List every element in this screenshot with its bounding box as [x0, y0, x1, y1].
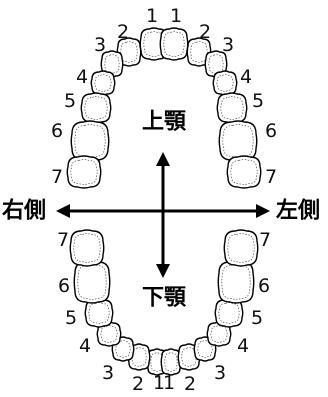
upper-left-tooth-7-outline — [230, 159, 258, 185]
lower-right-tooth-6[interactable] — [73, 260, 111, 304]
upper-left-tooth-6-outline — [222, 124, 254, 158]
direction-axes — [56, 152, 270, 278]
lower-left-tooth-6[interactable] — [217, 260, 255, 304]
upper-left-tooth-1-outline — [163, 31, 185, 57]
upper-right-tooth-3[interactable] — [100, 50, 124, 78]
lower-right-tooth-2-outline — [131, 347, 147, 367]
lower-right-number-4: 4 — [79, 335, 91, 357]
upper-right-tooth-4[interactable] — [90, 70, 116, 96]
upper-right-tooth-6[interactable] — [70, 120, 110, 162]
upper-left-tooth-6[interactable] — [218, 120, 258, 162]
lower-left-number-5: 5 — [251, 307, 263, 329]
upper-left-number-4: 4 — [240, 66, 252, 88]
upper-jaw-label: 上顎 — [142, 110, 187, 135]
lower-right-tooth-3-outline — [115, 340, 131, 358]
arrow-right-icon — [256, 204, 270, 218]
lower-right-number-5: 5 — [65, 307, 77, 329]
lower-right-number-7: 7 — [57, 229, 69, 251]
upper-left-tooth-5-outline — [220, 96, 244, 120]
lower-jaw-label: 下顎 — [142, 286, 187, 311]
lower-right-number-6: 6 — [58, 275, 70, 297]
lower-left-tooth-2-outline — [181, 347, 197, 367]
lower-right-number-2: 2 — [132, 373, 144, 395]
lower-right-tooth-5[interactable] — [84, 298, 114, 328]
upper-right-tooth-7[interactable] — [66, 155, 102, 189]
lower-right-tooth-7[interactable] — [69, 229, 105, 267]
lower-left-number-7: 7 — [259, 229, 271, 251]
upper-right-tooth-7-outline — [70, 159, 98, 185]
lower-left-number-4: 4 — [237, 335, 249, 357]
lower-left-number-1: 1 — [163, 372, 175, 394]
arrow-up-icon — [156, 152, 170, 166]
upper-right-tooth-6-outline — [74, 124, 106, 158]
lower-right-number-1: 1 — [153, 372, 165, 394]
lower-left-number-6: 6 — [258, 275, 270, 297]
upper-left-number-6: 6 — [265, 120, 277, 142]
lower-left-tooth-1-outline — [164, 352, 178, 372]
lower-left-tooth-7[interactable] — [223, 229, 259, 267]
upper-left-number-3: 3 — [222, 34, 234, 56]
lower-left-tooth-5-outline — [218, 302, 240, 324]
upper-arch — [66, 27, 262, 189]
upper-right-number-1: 1 — [146, 5, 158, 27]
lower-left-tooth-7-outline — [227, 233, 255, 263]
lower-left-number-2: 2 — [184, 373, 196, 395]
upper-right-tooth-2[interactable] — [116, 37, 142, 67]
upper-left-number-7: 7 — [265, 166, 277, 188]
upper-right-tooth-5-outline — [84, 96, 108, 120]
arrow-down-icon — [156, 264, 170, 278]
lower-left-number-3: 3 — [214, 362, 226, 384]
upper-left-tooth-2-outline — [190, 41, 208, 63]
upper-left-number-2: 2 — [199, 21, 211, 43]
lower-right-tooth-7-outline — [73, 233, 101, 263]
upper-right-number-3: 3 — [94, 34, 106, 56]
lower-right-tooth-1-outline — [150, 352, 164, 372]
upper-right-number-7: 7 — [51, 166, 63, 188]
right-side-label: 右側 — [2, 199, 46, 224]
upper-left-number-1: 1 — [170, 5, 182, 27]
upper-right-number-4: 4 — [76, 66, 88, 88]
upper-right-tooth-1-outline — [143, 31, 165, 57]
lower-arch — [69, 229, 259, 376]
upper-right-number-2: 2 — [117, 21, 129, 43]
left-side-label: 左側 — [276, 198, 320, 224]
lower-right-tooth-5-outline — [88, 302, 110, 324]
upper-right-tooth-5[interactable] — [80, 92, 112, 124]
upper-left-tooth-7[interactable] — [226, 155, 262, 189]
upper-right-tooth-3-outline — [104, 54, 120, 74]
upper-right-tooth-2-outline — [120, 41, 138, 63]
arrow-left-icon — [56, 204, 70, 218]
lower-right-number-3: 3 — [102, 362, 114, 384]
upper-left-number-5: 5 — [252, 90, 264, 112]
upper-left-tooth-5[interactable] — [216, 92, 248, 124]
upper-right-number-5: 5 — [64, 90, 76, 112]
upper-left-tooth-1[interactable] — [159, 27, 189, 61]
upper-left-tooth-2[interactable] — [186, 37, 212, 67]
upper-right-number-6: 6 — [51, 120, 63, 142]
lower-right-tooth-4[interactable] — [96, 321, 122, 347]
